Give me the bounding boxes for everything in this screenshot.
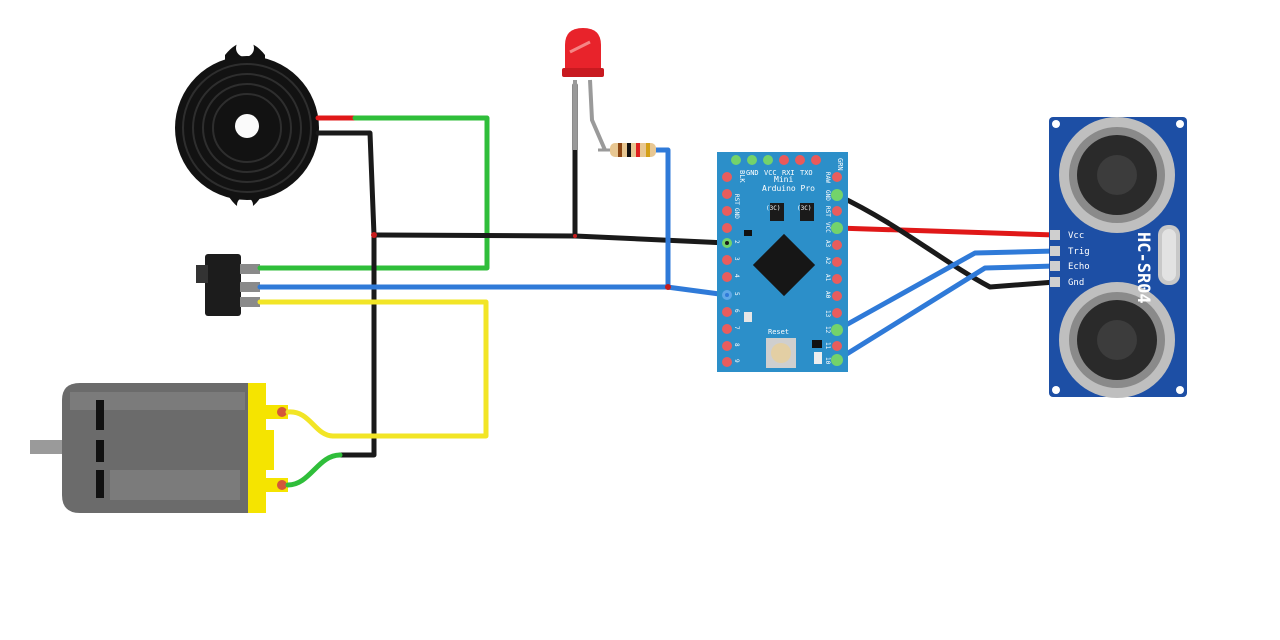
wire-black-motor-ground <box>337 232 377 458</box>
wire-blue-switch <box>257 284 730 298</box>
pin-label-top-1: GND <box>746 169 759 177</box>
pin-label-right-2: RST <box>824 206 831 217</box>
pin-label-top-0: BLK <box>738 170 746 183</box>
pin-label-top-3: RXI <box>782 169 795 177</box>
board-name-line2: Arduino Pro <box>762 184 815 193</box>
pin-label-left-2: 2 <box>733 240 740 244</box>
wire-blue-resistor <box>652 147 671 290</box>
top-header-pins <box>731 155 821 165</box>
pin-label-left-1: GND <box>733 208 740 219</box>
pin-label-right-6: A1 <box>824 274 831 282</box>
wire-motor-green-lead <box>285 452 343 488</box>
left-header-pins <box>722 172 732 367</box>
transducer-bottom <box>1059 282 1175 398</box>
reset-label: Reset <box>768 328 789 336</box>
wire-blue-trig <box>834 248 1058 333</box>
wire-black-ground-bus <box>371 232 730 246</box>
pin-label-right-8: 13 <box>824 310 831 318</box>
svg-text:(3C): (3C) <box>766 205 780 212</box>
sensor-model-label: HC-SR04 <box>1133 232 1153 304</box>
pin-label-right-11: 10 <box>824 357 831 365</box>
pin-label-right-10: 11 <box>824 342 831 350</box>
left-pin-labels: RST GND 2 3 4 5 6 7 8 9 <box>733 194 740 363</box>
wire-black-buzzer-ground <box>315 130 377 238</box>
sensor-pin-trig: Trig <box>1068 247 1090 257</box>
pin-label-left-7: 7 <box>733 326 740 330</box>
pin-label-right-7: A0 <box>824 291 831 299</box>
right-pin-labels: RAW GND RST VCC A3 A2 A1 A0 13 12 11 10 <box>824 172 831 365</box>
pin-label-left-4: 4 <box>733 274 740 278</box>
board-name-line1: Mini <box>774 175 793 184</box>
pin-label-top-5: GRN <box>836 158 844 171</box>
wire-motor-yellow-lead <box>285 409 336 439</box>
pin-label-right-5: A2 <box>824 257 831 265</box>
hc-sr04-ultrasonic-sensor: HC-SR04 Vcc Trig Echo Gnd <box>1049 117 1187 398</box>
wire-yellow-motor <box>257 299 489 439</box>
pin-label-left-8: 8 <box>733 343 740 347</box>
pin-label-left-3: 3 <box>733 257 740 261</box>
wire-red-vcc <box>834 225 1058 238</box>
red-led <box>562 28 607 151</box>
pin-label-top-4: TXO <box>800 169 813 177</box>
mcu-chip <box>752 233 816 297</box>
slide-switch <box>196 254 260 316</box>
right-header-pins <box>832 172 842 351</box>
sensor-pin-vcc: Vcc <box>1068 231 1084 241</box>
pin-label-left-5: 5 <box>733 292 740 296</box>
pin-label-top-2: VCC <box>764 169 777 177</box>
wire-junctions <box>371 232 671 290</box>
pin-label-right-0: RAW <box>824 172 831 183</box>
dc-motor <box>30 383 288 513</box>
sensor-pins <box>1050 230 1060 287</box>
pin-label-left-6: 6 <box>733 309 740 313</box>
arduino-pro-mini: BLK GND VCC RXI TXO GRN Mini Arduino Pro <box>717 152 848 372</box>
wire-black-gnd <box>834 192 1058 290</box>
transducer-top <box>1059 117 1175 233</box>
svg-text:(3C): (3C) <box>797 205 811 212</box>
pin-label-left-0: RST <box>733 194 740 205</box>
sensor-pin-echo: Echo <box>1068 262 1090 272</box>
wire-blue-echo <box>834 263 1058 363</box>
pin-label-right-9: 12 <box>824 326 831 334</box>
pin-label-right-4: A3 <box>824 240 831 248</box>
sensor-pin-gnd: Gnd <box>1068 278 1084 288</box>
pin-label-left-9: 9 <box>733 359 740 363</box>
pin-label-right-1: GND <box>824 190 831 201</box>
wires <box>257 82 1058 488</box>
pin-label-right-3: VCC <box>824 222 831 233</box>
reset-button <box>766 338 796 368</box>
piezo-buzzer <box>175 39 319 213</box>
resistor <box>598 143 656 157</box>
